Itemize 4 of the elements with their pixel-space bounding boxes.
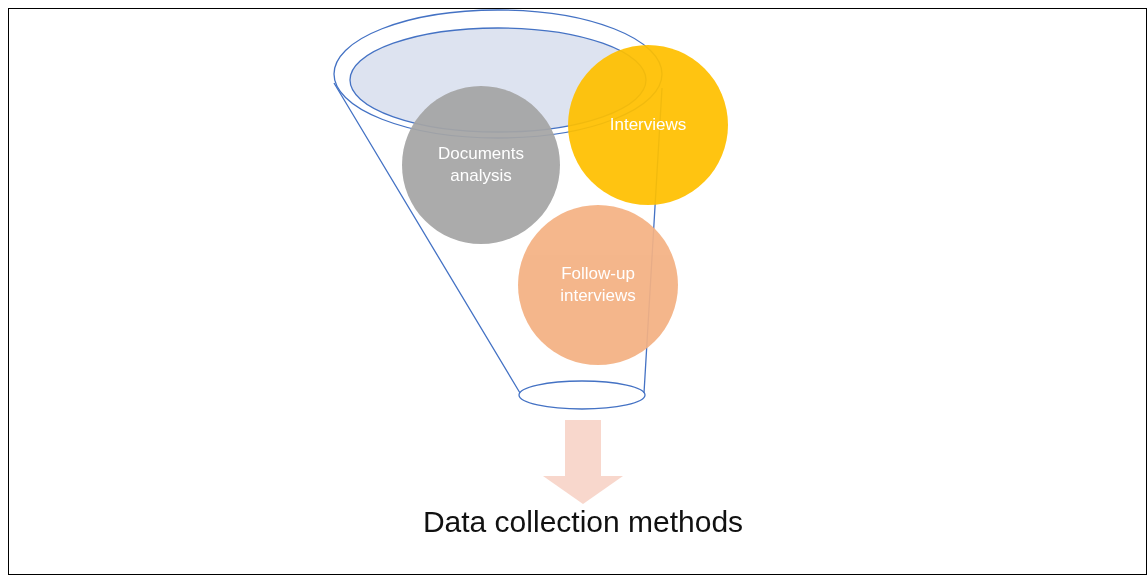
method-circle: Follow-up interviews xyxy=(518,205,678,365)
down-arrow xyxy=(543,420,623,504)
caption-text: Data collection methods xyxy=(410,503,756,541)
method-circle: Interviews xyxy=(568,45,728,205)
